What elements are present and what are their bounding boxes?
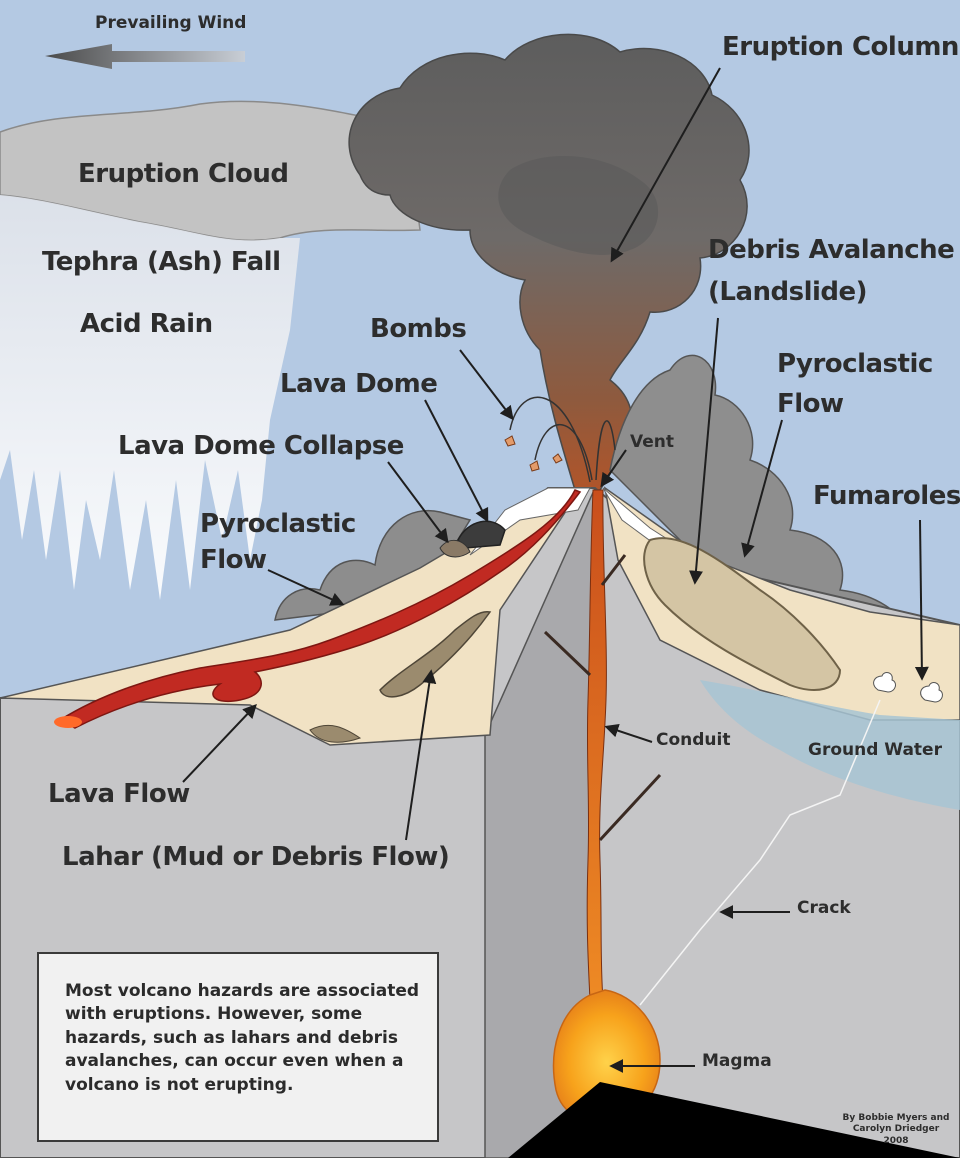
conduit-label: Conduit [656, 730, 731, 750]
credit-line-3: 2008 [883, 1135, 909, 1146]
snow-cap [469, 487, 591, 556]
credit-line-2: Carolyn Driedger [852, 1124, 940, 1135]
lava-dome-label: Lava Dome [280, 369, 438, 399]
lahar-deposit [379, 610, 492, 698]
arrow-fumaroles [914, 519, 929, 681]
eruption-column-label: Eruption Column [722, 32, 959, 62]
pyroclastic-cloud-left [274, 510, 472, 621]
pyroclastic-flow-left-sublabel: Flow [200, 545, 267, 575]
acid-rain-label: Acid Rain [80, 309, 213, 339]
eruption-cloud [0, 100, 421, 242]
bombs-label: Bombs [370, 314, 467, 344]
ground-water-label: Ground Water [808, 740, 942, 760]
lava-dome-collapse-label: Lava Dome Collapse [118, 431, 404, 461]
fumaroles-label: Fumaroles [813, 481, 960, 511]
debris-avalanche-sublabel: (Landslide) [708, 277, 868, 307]
vent-label: Vent [630, 432, 674, 452]
bomb-trajectories [509, 396, 616, 483]
arrow-debris-avalanche [688, 317, 719, 585]
pyroclastic-flow-right-sublabel: Flow [777, 389, 844, 419]
credit: By Bobbie Myers and Carolyn Driedger 200… [840, 1113, 952, 1147]
eruption-column [348, 33, 750, 491]
note-box: Most volcano hazards are associated with… [37, 952, 439, 1142]
credit-line-1: By Bobbie Myers and [842, 1113, 950, 1123]
note-text: Most volcano hazards are associated with… [65, 981, 420, 1095]
arrow-pyroclastic-left [267, 569, 345, 606]
arrow-pyroclastic-right [741, 419, 783, 558]
lava-dome-collapse-debris [439, 539, 471, 558]
magma-label: Magma [702, 1051, 772, 1071]
arrow-conduit [604, 723, 653, 743]
tephra-curtain [0, 195, 300, 600]
ground-water [700, 680, 960, 810]
pyroclastic-cloud-right [609, 354, 907, 627]
crack [639, 699, 881, 1006]
arrow-lava-flow [182, 703, 257, 783]
lahar-label: Lahar (Mud or Debris Flow) [62, 842, 450, 872]
eruption-cloud-label: Eruption Cloud [78, 159, 289, 189]
lava-flow [58, 489, 582, 729]
arrow-bombs [459, 349, 514, 421]
debris-avalanche-label: Debris Avalanche [708, 235, 955, 265]
arrow-eruption-column [610, 67, 721, 263]
lahar-runout [309, 725, 362, 743]
arrow-lava-dome [424, 399, 489, 523]
lava-flow-label: Lava Flow [48, 779, 190, 809]
pointer-arrows [182, 67, 929, 1073]
arrow-lahar [405, 669, 437, 841]
dikes [543, 554, 662, 842]
tephra-fall-label: Tephra (Ash) Fall [42, 247, 281, 277]
lava-flow-front [54, 716, 82, 728]
prevailing-wind-label: Prevailing Wind [95, 13, 247, 33]
pyroclastic-flow-right-label: Pyroclastic [777, 349, 933, 379]
lava-dome [457, 520, 506, 549]
bedrock-wedge [508, 1082, 960, 1158]
wind-arrow-icon [45, 44, 245, 69]
fumarole-steam-icon [873, 672, 943, 703]
arrow-vent [600, 449, 627, 488]
arrow-lava-dome-collapse [387, 461, 449, 544]
right-slope [603, 486, 960, 721]
bombs-icon [504, 435, 563, 472]
crack-label: Crack [797, 898, 851, 918]
pyroclastic-flow-left-label: Pyroclastic [200, 509, 356, 539]
